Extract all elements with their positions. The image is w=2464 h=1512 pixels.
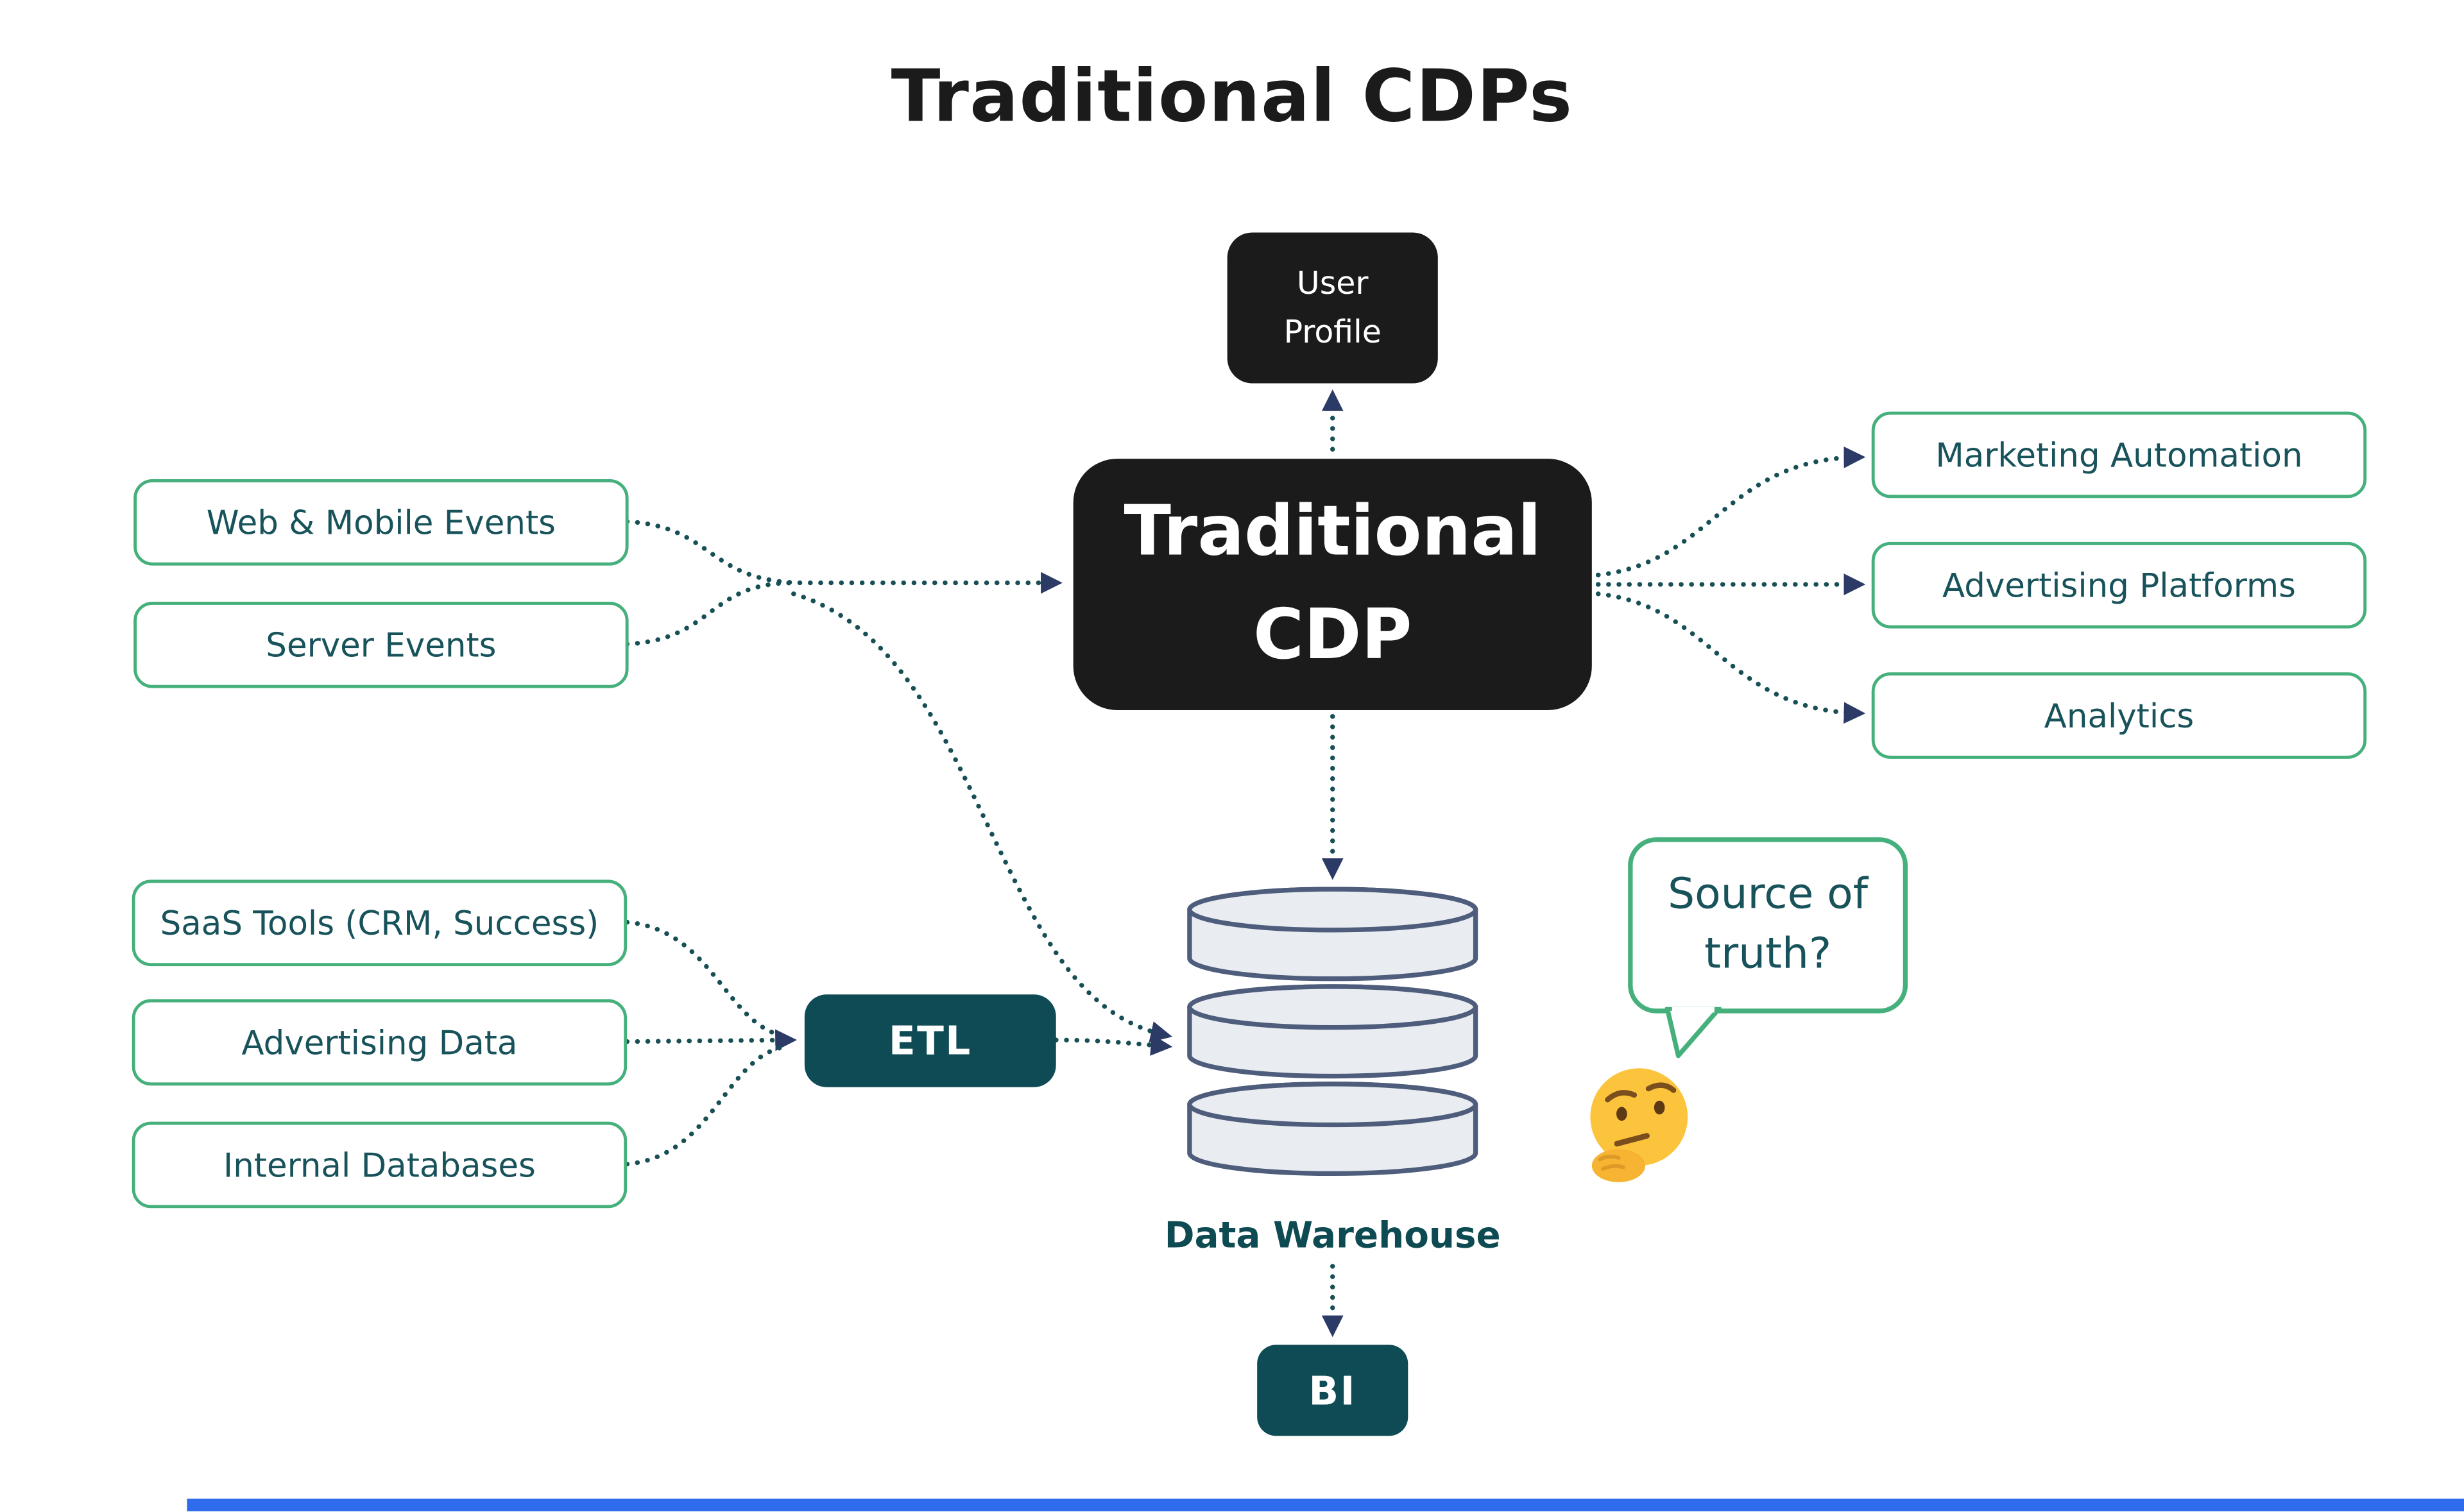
speech-bubble-tail bbox=[1664, 1007, 1722, 1058]
server-events-label: Server Events bbox=[266, 625, 497, 664]
node-etl: ETL bbox=[804, 994, 1056, 1087]
database-cylinder-icon bbox=[1187, 887, 1478, 1176]
node-web-mobile-events: Web & Mobile Events bbox=[133, 479, 629, 566]
user-profile-label-line1: User bbox=[1296, 264, 1369, 302]
marketing-automation-label: Marketing Automation bbox=[1935, 436, 2303, 474]
internal-databases-label: Internal Databases bbox=[223, 1146, 536, 1184]
node-user-profile: User Profile bbox=[1227, 232, 1438, 384]
advertising-data-label: Advertising Data bbox=[241, 1023, 518, 1062]
etl-label: ETL bbox=[888, 1017, 972, 1064]
data-warehouse-label: Data Warehouse bbox=[1164, 1216, 1501, 1257]
bottom-bar-track bbox=[0, 1499, 2464, 1512]
bubble-line2: truth? bbox=[1704, 930, 1832, 979]
edge-server-events-to-junction bbox=[624, 580, 796, 647]
saas-tools-label: SaaS Tools (CRM, Success) bbox=[160, 904, 599, 942]
edge-internal-db-to-etl bbox=[624, 1044, 792, 1167]
cdp-label-line1: Traditional bbox=[1124, 491, 1541, 572]
edge-web-events-to-cdp bbox=[624, 519, 1063, 594]
page-title: Traditional CDPs bbox=[891, 53, 1573, 139]
advertising-platforms-label: Advertising Platforms bbox=[1942, 566, 2296, 604]
bi-label: BI bbox=[1308, 1367, 1356, 1413]
thinking-face-emoji bbox=[1590, 1068, 1688, 1182]
bottom-progress-bar bbox=[187, 1499, 2464, 1512]
node-bi: BI bbox=[1257, 1345, 1408, 1436]
edge-events-to-warehouse bbox=[791, 591, 1173, 1043]
edge-saas-to-etl bbox=[624, 919, 792, 1040]
analytics-label: Analytics bbox=[2044, 697, 2194, 735]
cdp-label-line2: CDP bbox=[1253, 595, 1412, 676]
edge-cdp-to-analytics bbox=[1595, 591, 1866, 724]
node-advertising-data: Advertising Data bbox=[132, 999, 628, 1086]
node-internal-databases: Internal Databases bbox=[132, 1121, 628, 1209]
node-traditional-cdp: Traditional CDP bbox=[1073, 459, 1592, 710]
node-marketing-automation: Marketing Automation bbox=[1871, 411, 2367, 498]
edge-cdp-to-marketing bbox=[1595, 446, 1866, 578]
node-saas-tools: SaaS Tools (CRM, Success) bbox=[132, 879, 628, 967]
bubble-line1: Source of bbox=[1668, 871, 1869, 920]
web-mobile-events-label: Web & Mobile Events bbox=[206, 503, 556, 541]
source-of-truth-bubble: Source of truth? bbox=[1628, 837, 1908, 1014]
edge-etl-to-warehouse bbox=[1054, 1034, 1173, 1056]
user-profile-label-line2: Profile bbox=[1283, 312, 1382, 351]
node-server-events: Server Events bbox=[133, 601, 629, 688]
edge-advertising-data-to-etl bbox=[624, 1029, 797, 1051]
node-advertising-platforms: Advertising Platforms bbox=[1871, 541, 2367, 629]
node-analytics: Analytics bbox=[1871, 672, 2367, 759]
